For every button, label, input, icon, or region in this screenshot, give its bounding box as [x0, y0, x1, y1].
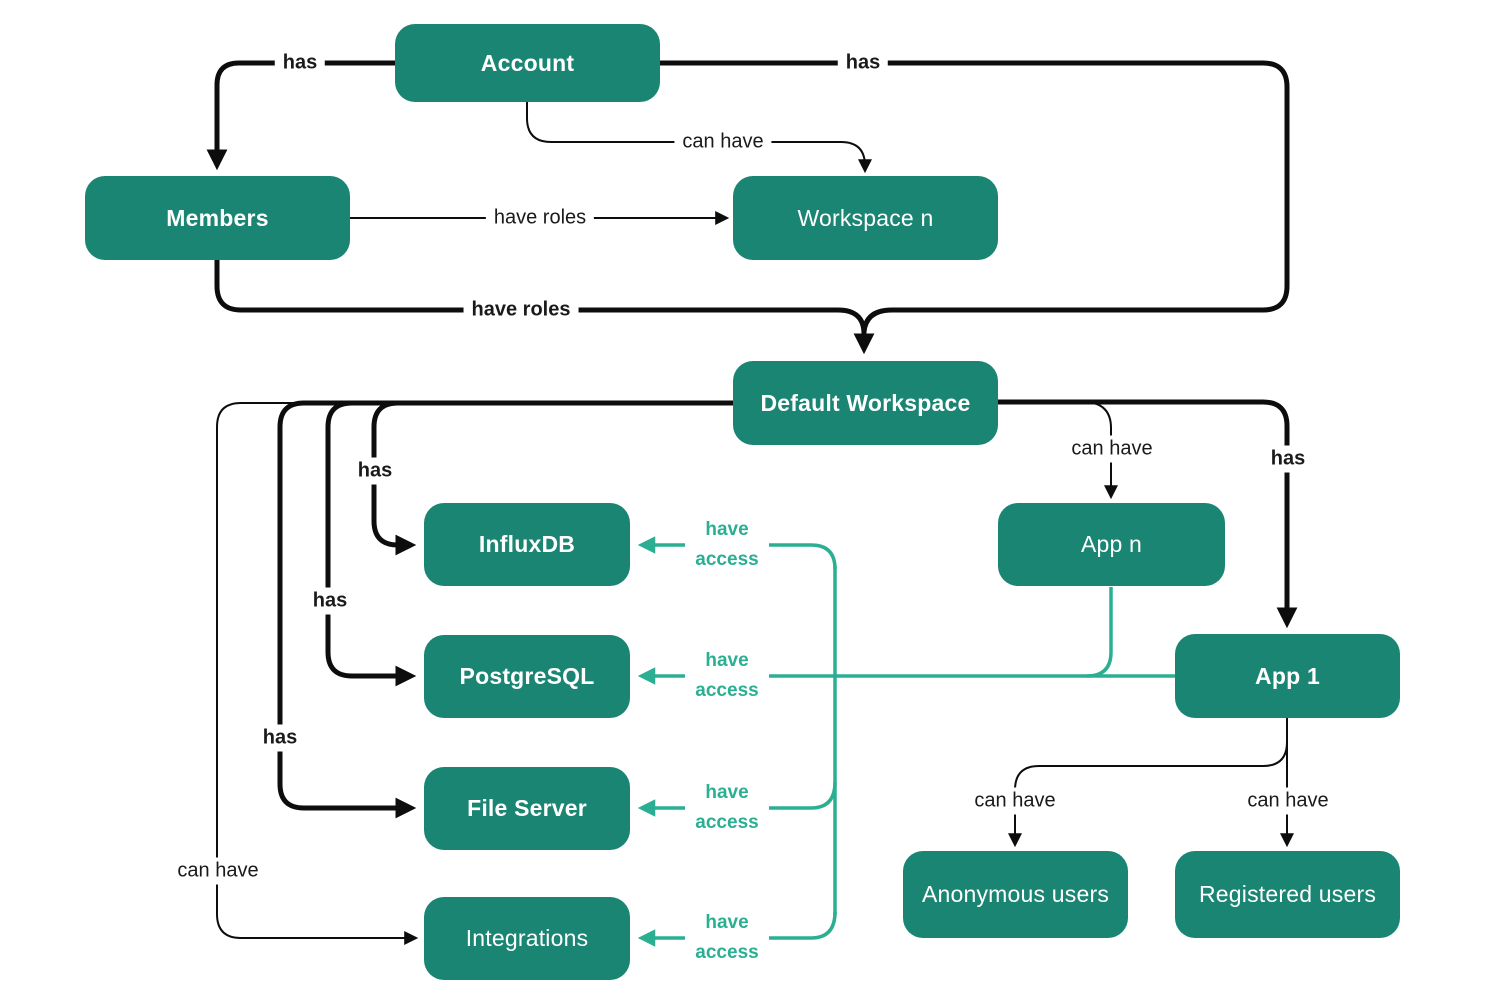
- edge-default-workspace-app1-line: [998, 399, 1298, 629]
- node-registered-users: Registered users: [1175, 851, 1400, 938]
- edge-label-account-default-workspace: has: [837, 49, 889, 77]
- node-members-label: Members: [166, 204, 269, 231]
- node-app-n-label: App n: [1080, 531, 1143, 557]
- edge-label-access-influxdb: have access: [685, 513, 769, 577]
- edge-default-workspace-integrations-line: [216, 402, 733, 945]
- edge-access-file-server-line: [637, 781, 837, 817]
- edge-account-members-line: [206, 60, 395, 171]
- node-default-workspace: Default Workspace: [733, 361, 998, 445]
- edge-access-integrations-line: [637, 911, 837, 947]
- edge-label-access-integrations: have access: [685, 906, 769, 970]
- edge-label-dw-file-server: has: [254, 724, 306, 752]
- edge-label-dw-app-1: has: [1262, 445, 1314, 473]
- edge-app-n-access-line: [1086, 587, 1113, 678]
- node-postgresql: PostgreSQL: [424, 635, 630, 718]
- edge-label-dw-postgresql: has: [304, 587, 356, 615]
- edge-label-app1-registered-users: can have: [1239, 787, 1337, 815]
- edge-label-members-workspace-n: have roles: [485, 204, 595, 232]
- node-account-label: Account: [480, 49, 575, 76]
- edge-account-default-workspace-line: [660, 60, 1290, 333]
- edge-label-account-members: has: [274, 49, 326, 77]
- edge-label-dw-influxdb: has: [349, 457, 401, 485]
- node-account: Account: [395, 24, 660, 102]
- node-influxdb: InfluxDB: [424, 503, 630, 586]
- node-registered-users-label: Registered users: [1198, 881, 1377, 907]
- edge-access-influxdb-line: [637, 536, 837, 570]
- node-default-workspace-label: Default Workspace: [760, 389, 971, 416]
- edge-label-access-postgresql: have access: [685, 644, 769, 708]
- edge-app1-anonymous-users-line: [1008, 718, 1288, 848]
- node-postgresql-label: PostgreSQL: [459, 663, 595, 689]
- edge-label-members-default-workspace: have roles: [463, 296, 579, 324]
- node-app-n: App n: [998, 503, 1225, 586]
- node-influxdb-label: InfluxDB: [478, 531, 576, 557]
- node-members: Members: [85, 176, 350, 260]
- node-workspace-n: Workspace n: [733, 176, 998, 260]
- node-anonymous-users-label: Anonymous users: [921, 881, 1110, 907]
- edge-default-workspace-app-n-line: [998, 401, 1118, 500]
- node-app-1-label: App 1: [1255, 662, 1320, 689]
- edge-label-dw-integrations: can have: [169, 857, 267, 885]
- node-integrations: Integrations: [424, 897, 630, 980]
- edge-label-account-workspace-n: can have: [674, 128, 772, 156]
- edge-label-dw-app-n: can have: [1063, 435, 1161, 463]
- edge-default-workspace-file-server-line: [277, 400, 733, 819]
- node-anonymous-users: Anonymous users: [903, 851, 1128, 938]
- node-file-server-label: File Server: [467, 795, 587, 821]
- edge-label-app1-anonymous-users: can have: [966, 787, 1064, 815]
- node-workspace-n-label: Workspace n: [797, 204, 934, 231]
- node-app-1: App 1: [1175, 634, 1400, 718]
- node-file-server: File Server: [424, 767, 630, 850]
- node-integrations-label: Integrations: [465, 925, 589, 951]
- edge-label-access-file-server: have access: [685, 776, 769, 840]
